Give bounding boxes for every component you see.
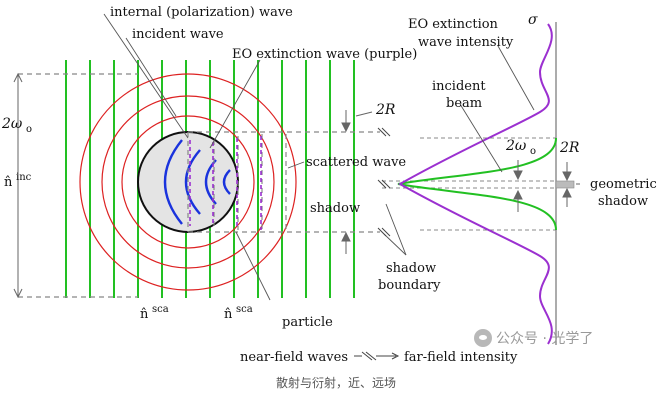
watermark-text: 公众号 · 光学了	[496, 331, 594, 347]
label-shadow: shadow	[310, 201, 360, 216]
label-geometric-shadow-1: geometric	[590, 177, 657, 192]
label-far-field: far-field intensity	[404, 350, 518, 365]
label-2omega-right: 2ω	[505, 138, 527, 154]
geometric-shadow-hatch	[555, 180, 575, 189]
label-2omega-left: 2ω	[1, 116, 23, 132]
label-2r-top: 2R	[375, 102, 396, 118]
label-n-inc: n̂	[4, 175, 13, 190]
label-internal-wave: internal (polarization) wave	[110, 5, 293, 20]
wechat-icon	[474, 329, 492, 347]
eo-intensity-curve	[397, 23, 553, 345]
label-shadow-boundary-1: shadow	[386, 261, 436, 276]
break-marks	[354, 127, 400, 361]
scattered-waves	[79, 73, 297, 291]
figure-caption: 散射与衍射，近、远场	[275, 376, 396, 390]
label-near-field: near-field waves	[240, 350, 348, 365]
label-geometric-shadow-2: shadow	[598, 194, 648, 209]
label-eo-intensity-1: EO extinction	[408, 17, 499, 32]
label-2omega-left-sub: o	[26, 124, 32, 135]
label-2r-right: 2R	[559, 140, 580, 156]
label-shadow-boundary-2: boundary	[378, 278, 441, 293]
label-eo-extinction-wave: EO extinction wave (purple)	[232, 47, 417, 62]
label-incident-wave: incident wave	[132, 27, 224, 42]
beam-width-dimension	[13, 72, 23, 299]
label-n-sca-1-sup: sca	[152, 304, 169, 315]
shadow-dashes	[18, 73, 380, 298]
label-particle: particle	[282, 315, 333, 330]
label-n-sca-2-sup: sca	[236, 304, 253, 315]
label-n-sca-2: n̂	[224, 307, 233, 322]
label-2omega-right-sub: o	[530, 146, 536, 157]
label-n-sca-1: n̂	[140, 307, 149, 322]
label-eo-intensity-2: wave intensity	[418, 35, 514, 50]
label-incident-beam-1: incident	[432, 79, 486, 94]
eo-extinction-marks	[189, 136, 262, 230]
label-sigma: σ	[528, 12, 538, 28]
size-arrows	[341, 110, 572, 254]
label-n-inc-sup: inc	[16, 172, 32, 183]
watermark: 公众号 · 光学了	[474, 328, 593, 348]
label-incident-beam-2: beam	[446, 96, 482, 111]
leader-lines	[103, 13, 580, 301]
label-scattered-wave: scattered wave	[306, 155, 406, 170]
